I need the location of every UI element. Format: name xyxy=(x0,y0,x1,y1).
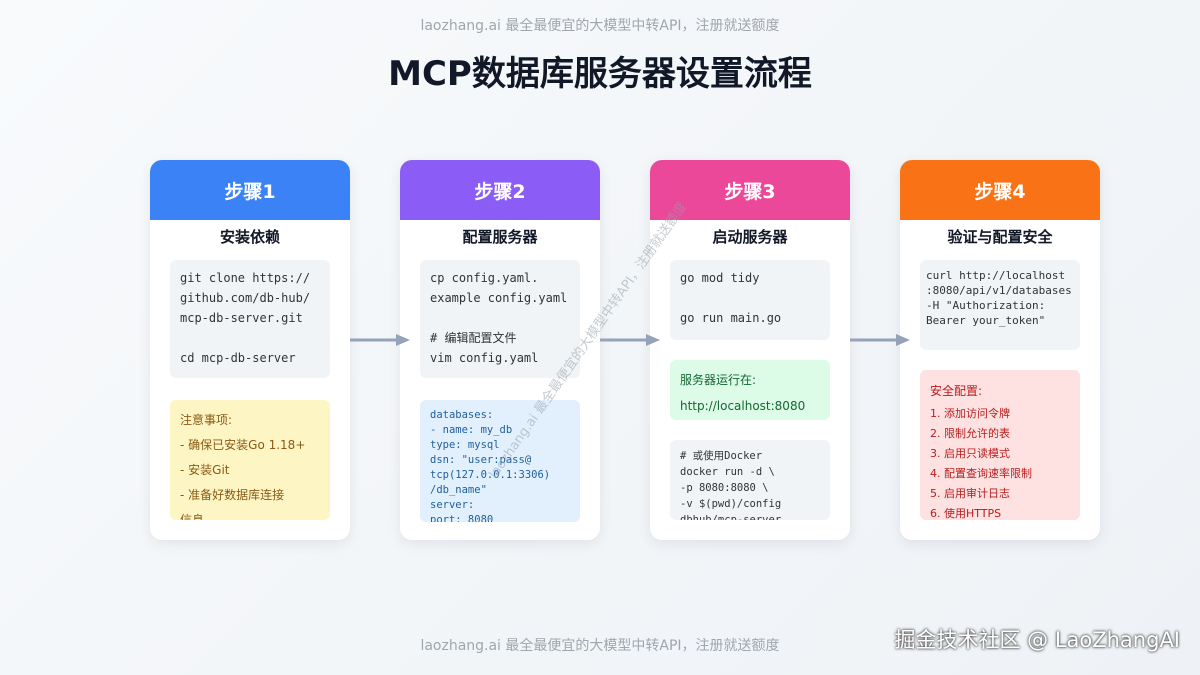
code-block: go mod tidy go run main.go xyxy=(670,260,830,340)
server-url: http://localhost:8080 xyxy=(680,399,806,413)
security-title: 安全配置: xyxy=(930,384,983,398)
security-item: 6. 使用HTTPS xyxy=(930,507,1002,520)
step-header: 步骤3 xyxy=(650,160,850,220)
notice-item: 信息 xyxy=(180,513,205,520)
step-subtitle: 配置服务器 xyxy=(462,228,538,246)
code-block: git clone https:// github.com/db-hub/ mc… xyxy=(170,260,330,378)
security-item: 2. 限制允许的表 xyxy=(930,427,1010,440)
docker-code-block: # 或使用Docker docker run -d \ -p 8080:8080… xyxy=(670,440,830,520)
notice-item: - 准备好数据库连接 xyxy=(180,488,285,502)
arrow-right-icon xyxy=(600,334,660,346)
step-subtitle: 验证与配置安全 xyxy=(947,228,1053,246)
step-header: 步骤4 xyxy=(900,160,1100,220)
notice-item: - 安装Git xyxy=(180,463,230,477)
page-title: MCP数据库服务器设置流程 xyxy=(388,54,812,94)
security-item: 5. 启用审计日志 xyxy=(930,487,1010,500)
step-header: 步骤1 xyxy=(150,160,350,220)
step-card-4: 步骤4 验证与配置安全 curl http://localhost :8080/… xyxy=(900,160,1100,540)
security-item: 1. 添加访问令牌 xyxy=(930,407,1010,420)
watermark-top: laozhang.ai 最全最便宜的大模型中转API，注册就送额度 xyxy=(420,18,780,34)
security-config-box: 安全配置: 1. 添加访问令牌 2. 限制允许的表 3. 启用只读模式 4. 配… xyxy=(920,370,1080,520)
notice-title: 注意事项: xyxy=(180,413,233,427)
security-item: 3. 启用只读模式 xyxy=(930,447,1010,460)
yaml-config-block: databases: - name: my_db type: mysql dsn… xyxy=(420,400,580,522)
arrow-right-icon xyxy=(350,334,410,346)
step-card-3: 步骤3 启动服务器 go mod tidy go run main.go 服务器… xyxy=(650,160,850,540)
brand-signature: 掘金技术社区 @ LaoZhangAI xyxy=(894,628,1180,652)
step-header: 步骤2 xyxy=(400,160,600,220)
step-card-1: 步骤1 安装依赖 git clone https:// github.com/d… xyxy=(150,160,350,540)
watermark-bottom: laozhang.ai 最全最便宜的大模型中转API，注册就送额度 xyxy=(420,638,780,654)
step-card-2: 步骤2 配置服务器 cp config.yaml. example config… xyxy=(400,160,600,540)
notice-box: 注意事项: - 确保已安装Go 1.18+ - 安装Git - 准备好数据库连接… xyxy=(170,400,330,520)
code-block: cp config.yaml. example config.yaml # 编辑… xyxy=(420,260,580,378)
running-label: 服务器运行在: xyxy=(680,373,757,387)
security-item: 4. 配置查询速率限制 xyxy=(930,467,1032,480)
code-block: curl http://localhost :8080/api/v1/datab… xyxy=(920,260,1080,350)
notice-item: - 确保已安装Go 1.18+ xyxy=(180,438,306,452)
arrow-right-icon xyxy=(850,334,910,346)
server-running-box: 服务器运行在: http://localhost:8080 xyxy=(670,360,830,420)
step-subtitle: 安装依赖 xyxy=(219,228,280,246)
step-subtitle: 启动服务器 xyxy=(712,228,788,246)
